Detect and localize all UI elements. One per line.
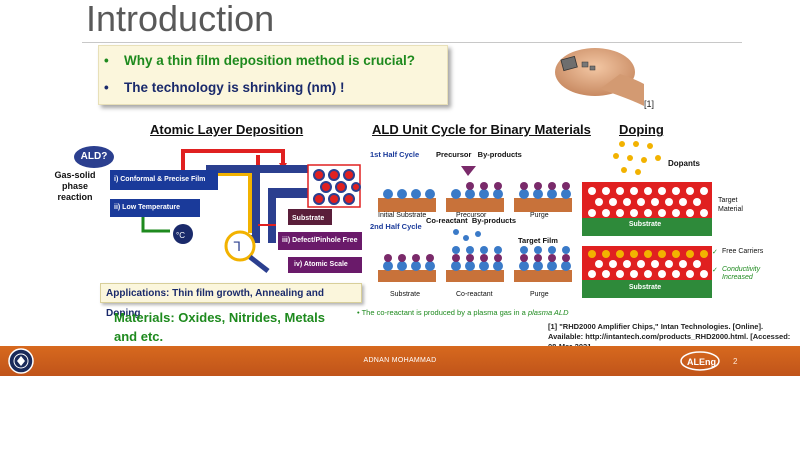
university-seal-icon: [8, 348, 34, 374]
molecule-circles: [313, 169, 361, 205]
chip-small-1: [581, 61, 589, 68]
arrow-top-1: [181, 149, 285, 173]
green-connector: [141, 211, 170, 233]
doping-diagram: [582, 141, 712, 298]
target-material-holes: [588, 187, 708, 217]
chip-small-2: [589, 65, 596, 71]
gas-solid-label: Gas-solid phase reaction: [54, 170, 96, 202]
ald-badge: ALD?: [74, 146, 114, 168]
substrate-tag: [288, 209, 332, 225]
question-1: • Why a thin film deposition method is cr…: [104, 53, 415, 68]
materials-text: Materials: Oxides, Nitrides, Metals and …: [114, 310, 325, 344]
magnifier-lens: [224, 230, 256, 262]
logo-text: ALEng: [687, 357, 716, 367]
title-divider: [82, 42, 742, 43]
temperature-circle: [173, 224, 193, 244]
row2-panels: [378, 270, 572, 282]
precursor-funnel: [461, 166, 476, 176]
dopant-particles: [613, 141, 661, 175]
gold-layer: [203, 171, 253, 233]
row2-label-substrate: Substrate: [390, 291, 420, 298]
doped-holes: [588, 260, 708, 278]
precursor-byproducts-label: Precursor By-products: [436, 150, 522, 159]
doping-header: Doping: [619, 122, 664, 137]
row1-label-initial: Initial Substrate: [378, 212, 427, 219]
half-cycle-2-label: 2nd Half Cycle: [370, 222, 422, 231]
unit-cycle-diagram: [378, 166, 572, 282]
coreactant-byproducts-label: Co-reactant By-products: [426, 216, 517, 225]
row2-film-atoms: [452, 229, 570, 254]
row1-panels: [378, 198, 572, 212]
image-reference: [1]: [644, 99, 655, 109]
bullet: •: [357, 308, 360, 317]
plasma-note: • The co-reactant is produced by a plasm…: [357, 308, 569, 317]
substrate-top-block: [582, 218, 712, 236]
conductivity-label: Conductivity Increased: [722, 266, 761, 281]
row1-atoms: [383, 189, 571, 199]
check-icon: ✓: [712, 249, 718, 256]
ald-diagram: Substrate ᒣ °C: [141, 149, 361, 273]
row1-precursors: [466, 182, 570, 190]
page-number: 2: [733, 357, 738, 366]
feature-conformal: i) Conformal & Precise Film: [110, 170, 218, 190]
question-2-text: The technology is shrinking (nm) !: [124, 80, 345, 95]
row2-label-purge: Purge: [530, 291, 549, 298]
question-box: [98, 45, 448, 105]
temperature-symbol: °C: [176, 231, 185, 240]
bullet: •: [104, 80, 109, 95]
target-material-label: Target Material: [718, 197, 743, 213]
row2-atoms: [383, 261, 571, 271]
plasma-note-text: The co-reactant is produced by a plasma …: [361, 308, 528, 317]
half-cycle-1-label: 1st Half Cycle: [370, 150, 420, 159]
slide-title: Introduction: [86, 0, 275, 39]
feature-atomic-scale: iv) Atomic Scale: [288, 257, 362, 273]
row1-label-precursor: Precursor: [456, 212, 487, 219]
blue-step: [268, 188, 308, 243]
bullet: •: [104, 53, 109, 68]
aleng-logo-icon: ALEng: [680, 351, 720, 371]
row2-label-coreactant: Co-reactant: [456, 291, 493, 298]
magnifier-symbol: ᒣ: [233, 240, 241, 255]
ald-header: Atomic Layer Deposition: [150, 122, 304, 137]
substrate-tag-text: Substrate: [292, 215, 324, 222]
target-film-label: Target Film: [518, 236, 558, 245]
doped-dopants: [588, 250, 708, 258]
question-2: • The technology is shrinking (nm) !: [104, 80, 345, 95]
row2-precursors: [384, 254, 570, 262]
check-icon: ✓: [712, 267, 718, 274]
doping-substrate-bottom-label: Substrate: [628, 284, 662, 291]
row1-label-purge: Purge: [530, 212, 549, 219]
doping-substrate-top-label: Substrate: [628, 221, 662, 228]
blue-layer: [206, 165, 308, 243]
feature-low-temp: ii) Low Temperature: [110, 199, 200, 217]
substrate-bottom-block: [582, 280, 712, 298]
unit-cycle-header: ALD Unit Cycle for Binary Materials: [372, 122, 591, 137]
applications-box: Applications: Thin film growth, Annealin…: [100, 283, 362, 319]
dopants-label: Dopants: [668, 159, 700, 168]
feature-defect-free: iii) Defect/Pinhole Free: [278, 232, 362, 250]
finger-base: [600, 74, 644, 106]
plasma-note-italic: plasma ALD: [527, 308, 569, 317]
magnifier-handle: [248, 255, 270, 273]
footer-author: ADNAN MOHAMMAD: [363, 357, 437, 364]
chip-on-finger-image: [555, 48, 644, 106]
free-carriers-label: Free Carriers: [722, 248, 764, 255]
question-1-text: Why a thin film deposition method is cru…: [124, 53, 416, 68]
chip-large: [560, 55, 578, 72]
footer-bar: [0, 346, 800, 376]
